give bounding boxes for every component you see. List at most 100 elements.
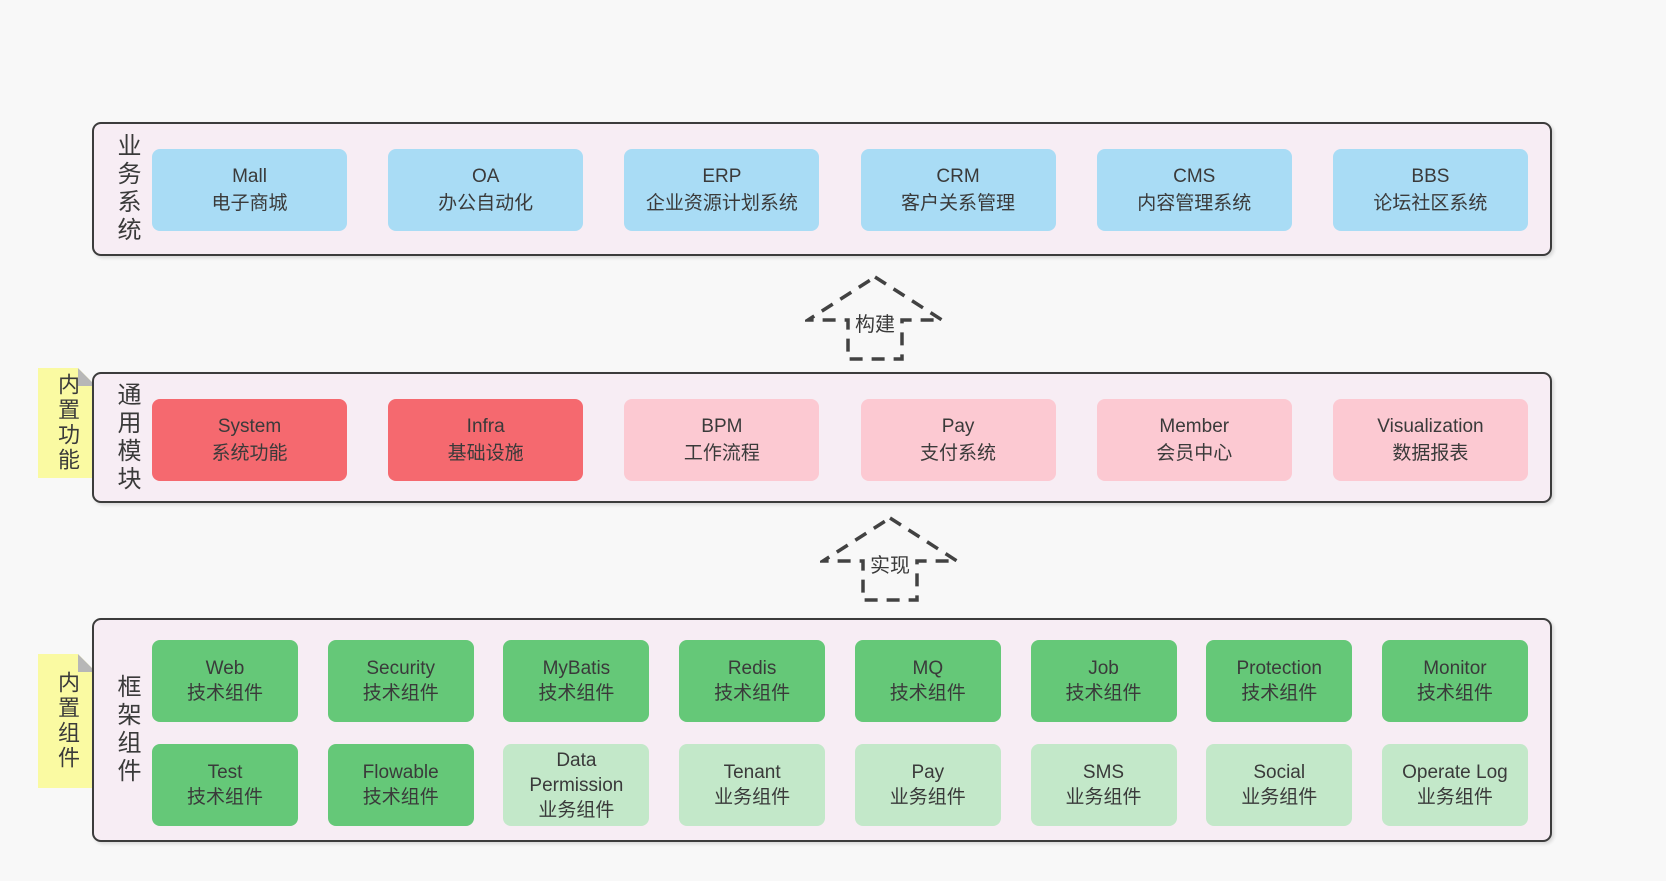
box-bpm: BPM 工作流程	[624, 399, 820, 481]
box-subtitle: 基础设施	[447, 443, 524, 464]
box-protection: Protection 技术组件	[1206, 640, 1353, 722]
box-oa: OA 办公自动化	[388, 149, 584, 231]
box-tenant: Tenant 业务组件	[679, 744, 826, 826]
box-subtitle: 工作流程	[683, 443, 760, 464]
box-subtitle: 技术组件	[889, 683, 966, 704]
common-box-row: System 系统功能 Infra 基础设施 BPM 工作流程 Pay 支付系统…	[152, 399, 1528, 481]
box-title: Protection	[1236, 658, 1322, 679]
box-pay-component: Pay 业务组件	[854, 744, 1001, 826]
arrow-implement-label: 实现	[867, 549, 913, 578]
box-title: System	[217, 416, 282, 437]
box-subtitle: 技术组件	[1416, 683, 1493, 704]
box-subtitle: 技术组件	[1241, 683, 1318, 704]
framework-box-row-2: Test 技术组件 Flowable 技术组件 Data Permission …	[152, 744, 1528, 826]
box-title: Data Permission	[529, 749, 624, 796]
box-subtitle: 业务组件	[1241, 787, 1318, 808]
box-title: Infra	[466, 416, 505, 437]
arrow-build-label: 构建	[852, 308, 898, 337]
box-title: MyBatis	[542, 658, 611, 679]
box-subtitle: 技术组件	[1065, 683, 1142, 704]
box-title: Mall	[232, 166, 267, 187]
box-title: BPM	[701, 416, 743, 437]
box-title: Social	[1253, 762, 1306, 783]
box-subtitle: 会员中心	[1156, 443, 1233, 464]
box-title: Test	[207, 762, 243, 783]
box-title: Redis	[727, 658, 777, 679]
section-framework-components: 框架组件 Web 技术组件 Security 技术组件 MyBatis 技术组件…	[92, 618, 1552, 842]
box-title: Pay	[941, 416, 975, 437]
box-mq: MQ 技术组件	[854, 640, 1001, 722]
box-subtitle: 业务组件	[538, 799, 615, 821]
box-subtitle: 技术组件	[538, 683, 615, 704]
business-box-row: Mall 电子商城 OA 办公自动化 ERP 企业资源计划系统 CRM 客户关系…	[152, 149, 1528, 231]
section-business-systems: 业务系统 Mall 电子商城 OA 办公自动化 ERP 企业资源计划系统 CRM…	[92, 122, 1552, 256]
box-title: CMS	[1173, 166, 1216, 187]
box-system: System 系统功能	[152, 399, 347, 481]
box-erp: ERP 企业资源计划系统	[624, 149, 820, 231]
box-subtitle: 企业资源计划系统	[645, 193, 798, 214]
box-subtitle: 电子商城	[211, 193, 288, 214]
box-title: Flowable	[362, 762, 439, 783]
box-subtitle: 业务组件	[1416, 787, 1493, 808]
box-data-permission: Data Permission 业务组件	[503, 744, 650, 826]
box-crm: CRM 客户关系管理	[860, 149, 1056, 231]
box-title: OA	[471, 166, 500, 187]
box-subtitle: 技术组件	[714, 683, 791, 704]
box-subtitle: 支付系统	[920, 443, 997, 464]
box-mybatis: MyBatis 技术组件	[503, 640, 650, 722]
box-title: CRM	[936, 166, 980, 187]
box-security: Security 技术组件	[327, 640, 474, 722]
sticky-note-builtin-components: 内置组件	[38, 654, 96, 788]
arrow-implement: 实现	[820, 515, 960, 603]
box-subtitle: 技术组件	[186, 683, 263, 704]
box-subtitle: 业务组件	[889, 787, 966, 808]
box-subtitle: 技术组件	[362, 787, 439, 808]
box-infra: Infra 基础设施	[388, 399, 584, 481]
box-monitor: Monitor 技术组件	[1381, 640, 1528, 722]
box-operate-log: Operate Log 业务组件	[1381, 744, 1528, 826]
arrow-build: 构建	[805, 274, 945, 362]
box-subtitle: 论坛社区系统	[1373, 193, 1488, 214]
box-sms: SMS 业务组件	[1030, 744, 1177, 826]
box-flowable: Flowable 技术组件	[327, 744, 474, 826]
box-redis: Redis 技术组件	[679, 640, 826, 722]
box-title: ERP	[702, 166, 742, 187]
box-title: Operate Log	[1402, 762, 1508, 783]
sticky-note-text: 内置组件	[55, 671, 80, 771]
section-common-modules: 通用模块 System 系统功能 Infra 基础设施 BPM 工作流程 Pay…	[92, 372, 1552, 503]
box-title: Security	[366, 658, 436, 679]
box-test: Test 技术组件	[152, 744, 298, 826]
section-framework-label: 框架组件	[113, 674, 140, 786]
box-subtitle: 内容管理系统	[1137, 193, 1252, 214]
box-subtitle: 办公自动化	[438, 193, 534, 214]
box-title: Monitor	[1423, 658, 1487, 679]
box-title: MQ	[912, 658, 944, 679]
box-title: BBS	[1411, 166, 1450, 187]
box-social: Social 业务组件	[1206, 744, 1353, 826]
box-subtitle: 业务组件	[1065, 787, 1142, 808]
box-cms: CMS 内容管理系统	[1096, 149, 1292, 231]
framework-box-row-1: Web 技术组件 Security 技术组件 MyBatis 技术组件 Redi…	[152, 640, 1528, 722]
box-subtitle: 技术组件	[362, 683, 439, 704]
box-title: Tenant	[723, 762, 781, 783]
box-title: Visualization	[1377, 416, 1484, 437]
box-title: Job	[1088, 658, 1119, 679]
dashed-up-arrow-icon	[820, 515, 960, 602]
box-job: Job 技术组件	[1030, 640, 1177, 722]
section-common-label: 通用模块	[113, 381, 140, 494]
box-title: SMS	[1082, 762, 1125, 783]
box-subtitle: 业务组件	[714, 787, 791, 808]
box-subtitle: 数据报表	[1392, 443, 1469, 464]
box-member: Member 会员中心	[1096, 399, 1292, 481]
sticky-note-text: 内置功能	[55, 373, 80, 473]
box-subtitle: 技术组件	[186, 787, 263, 808]
box-pay-system: Pay 支付系统	[860, 399, 1056, 481]
sticky-note-builtin-features: 内置功能	[38, 368, 96, 478]
box-bbs: BBS 论坛社区系统	[1332, 149, 1528, 231]
box-subtitle: 系统功能	[211, 443, 288, 464]
box-subtitle: 客户关系管理	[901, 193, 1016, 214]
section-business-label: 业务系统	[113, 133, 140, 245]
box-title: Member	[1159, 416, 1230, 437]
box-web: Web 技术组件	[152, 640, 298, 722]
box-visualization: Visualization 数据报表	[1332, 399, 1528, 481]
